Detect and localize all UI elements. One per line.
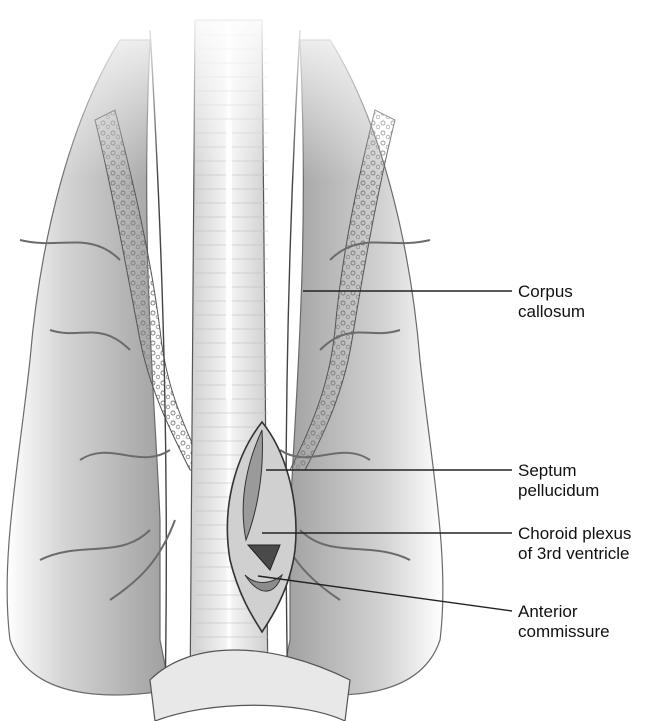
label-anterior-commissure: Anterior commissure [518,602,610,642]
label-choroid-plexus-line1: Choroid plexus [518,524,631,544]
label-corpus-callosum-line2: callosum [518,302,585,322]
label-anterior-commissure-line2: commissure [518,622,610,642]
label-choroid-plexus: Choroid plexus of 3rd ventricle [518,524,631,564]
label-septum-pellucidum-line2: pellucidum [518,481,599,501]
label-anterior-commissure-line1: Anterior [518,602,610,622]
label-corpus-callosum: Corpus callosum [518,282,585,322]
label-choroid-plexus-line2: of 3rd ventricle [518,544,631,564]
label-septum-pellucidum: Septum pellucidum [518,461,599,501]
label-septum-pellucidum-line1: Septum [518,461,599,481]
label-corpus-callosum-line1: Corpus [518,282,585,302]
